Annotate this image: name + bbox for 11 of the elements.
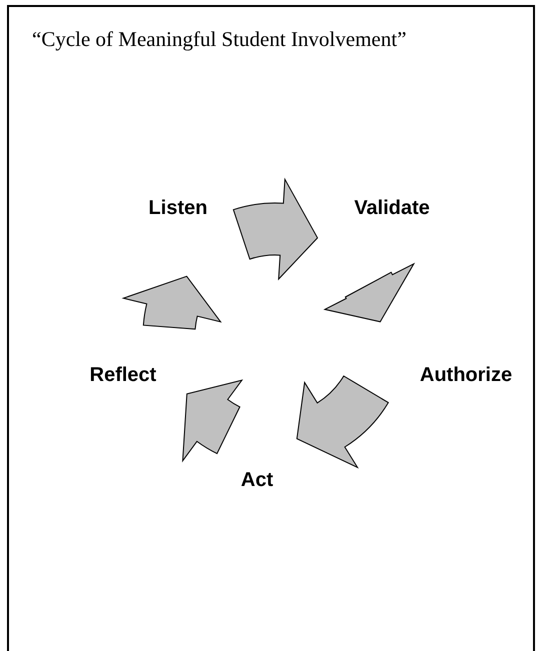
- curved-block-arrow: [182, 380, 242, 462]
- step-label: Act: [240, 470, 274, 490]
- step-label: Listen: [148, 198, 208, 218]
- curved-block-arrow: [232, 178, 318, 280]
- curved-block-arrow: [122, 276, 222, 330]
- curved-block-arrow: [324, 263, 414, 322]
- curved-block-arrow: [296, 376, 389, 468]
- step-label: Validate: [354, 198, 430, 218]
- step-label: Authorize: [420, 365, 512, 385]
- step-label: Reflect: [90, 365, 156, 385]
- title: “Cycle of Meaningful Student Involvement”: [32, 26, 406, 53]
